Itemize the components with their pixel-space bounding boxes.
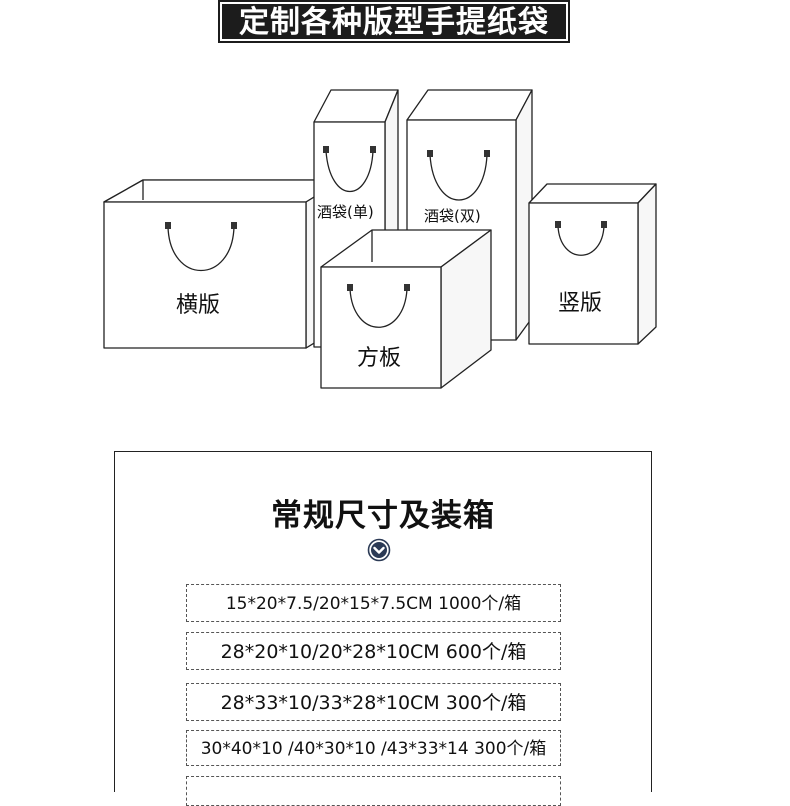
size-row: 28*33*10/33*28*10CM 300个/箱 — [186, 683, 561, 721]
bag-square — [320, 229, 492, 389]
panel-title: 常规尺寸及装箱 — [271, 498, 495, 534]
chevron-down-circle-icon — [367, 538, 391, 562]
bag-horizontal — [103, 179, 343, 349]
size-row-partial — [186, 776, 561, 806]
size-row: 28*20*10/20*28*10CM 600个/箱 — [186, 632, 561, 670]
bag-label-vertical: 竖版 — [558, 291, 603, 316]
size-packing-panel: 常规尺寸及装箱 15*20*7.5/20*15*7.5CM 1000个/箱 28… — [114, 451, 652, 806]
bag-vertical — [528, 183, 657, 345]
bag-label-square: 方板 — [357, 346, 402, 371]
title-banner: 定制各种版型手提纸袋 — [215, 0, 573, 46]
size-row: 15*20*7.5/20*15*7.5CM 1000个/箱 — [186, 584, 561, 622]
bag-label-wine-double: 酒袋(双) — [424, 207, 481, 225]
size-row: 30*40*10 /40*30*10 /43*33*14 300个/箱 — [186, 730, 561, 766]
bag-label-horizontal: 横版 — [176, 293, 221, 318]
bag-types-illustration — [103, 89, 657, 389]
bag-label-wine-single: 酒袋(单) — [317, 203, 374, 221]
page-title: 定制各种版型手提纸袋 — [239, 5, 549, 40]
title-banner-frame: 定制各种版型手提纸袋 — [218, 0, 570, 43]
